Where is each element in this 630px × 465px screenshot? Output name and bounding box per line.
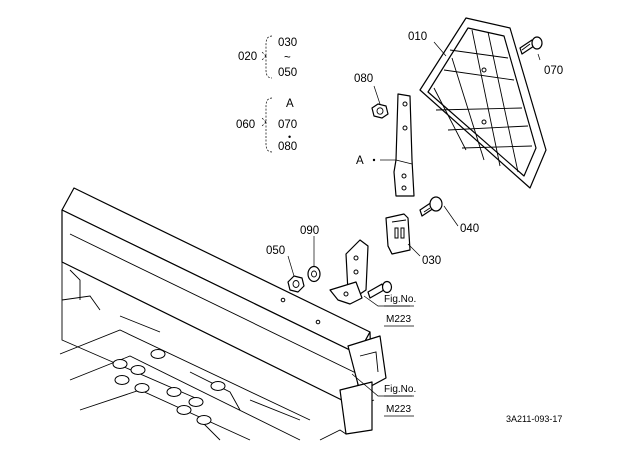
bolt-lower [367, 280, 393, 299]
bracket-030 [385, 213, 411, 255]
callout-070: 070 [544, 65, 563, 77]
callout-060: 060 [236, 119, 255, 131]
callout-090: 090 [300, 225, 319, 237]
machine-body [59, 187, 387, 441]
set-dot: • [288, 132, 291, 142]
callout-A-set: A [286, 98, 294, 110]
set-braces [261, 35, 273, 153]
fig-ref-2-line2: M223 [386, 404, 411, 415]
callout-070-set: 070 [278, 119, 297, 131]
fig-ref-2-line1: Fig.No. [384, 384, 416, 395]
fig-ref-1-line1: Fig.No. [384, 294, 416, 305]
callout-010: 010 [408, 31, 427, 43]
screw-070 [519, 36, 543, 55]
callout-020: 020 [238, 51, 257, 63]
callout-080-set: 080 [278, 141, 297, 153]
callout-050: 050 [266, 245, 285, 257]
diagram-code: 3A211-093-17 [506, 414, 562, 424]
callout-050-range: 050 [278, 67, 297, 79]
callout-030-range: 030 [278, 37, 297, 49]
callout-080: 080 [354, 73, 373, 85]
reflector-panel [419, 17, 547, 189]
stay-plate [393, 93, 415, 197]
callout-030: 030 [422, 255, 441, 267]
callout-040: 040 [460, 223, 479, 235]
nut-050 [287, 275, 305, 293]
washer-090 [307, 265, 321, 283]
fig-ref-1-line2: M223 [386, 314, 411, 325]
callout-A: A [356, 155, 364, 167]
leader-lines [287, 41, 541, 417]
nut-080 [371, 103, 389, 119]
range-tilde: ~ [284, 52, 291, 64]
bolt-040 [419, 196, 443, 217]
hinge-stay [329, 239, 369, 305]
